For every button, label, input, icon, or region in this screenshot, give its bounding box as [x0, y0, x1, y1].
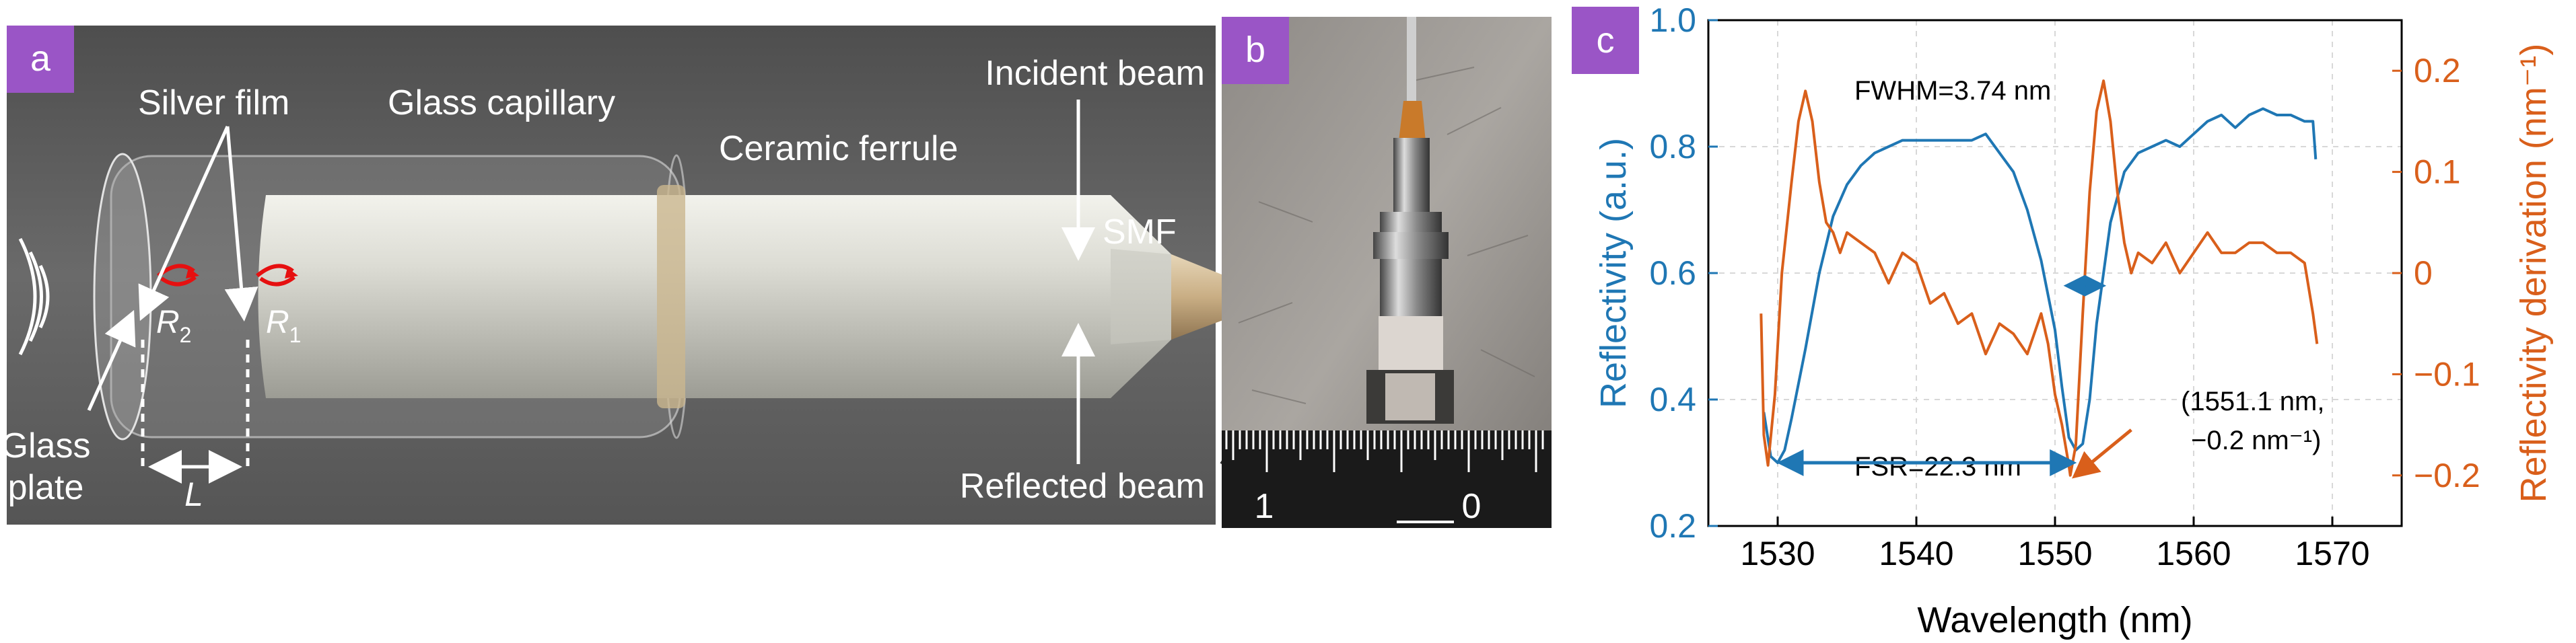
- panel-b: b 1 0: [1220, 17, 1552, 528]
- panel-c-tag-box: [1572, 7, 1639, 74]
- smf-label: SMF: [1103, 213, 1177, 252]
- r1-reflection-icon: [256, 264, 295, 287]
- photo-upper-sleeve: [1393, 138, 1430, 212]
- glass-plate-label-1: Glass: [1, 426, 91, 465]
- y-tick-label: 0.2: [1649, 507, 1696, 545]
- panel-a-tag: a: [30, 38, 51, 79]
- panel-c: c 1530 1540 1550 1560 1570 0.2 0.4 0.6 0.8 1.0 −…: [1572, 1, 2554, 640]
- ruler-label-1: 1: [1255, 487, 1274, 526]
- r1-subscript: 1: [289, 323, 302, 347]
- glass-capillary-label: Glass capillary: [388, 83, 615, 122]
- ruler-label-0: 0: [1462, 487, 1482, 526]
- r1-arrowhead-icon: [285, 268, 298, 278]
- x-tick-label: 1550: [2017, 535, 2092, 572]
- silver-film-arrow-1: [138, 125, 230, 322]
- gap-label: L: [184, 476, 203, 513]
- y2-tick-label: 0: [2414, 254, 2433, 292]
- r1-label: R: [266, 305, 289, 340]
- fwhm-annotation: FWHM=3.74 nm: [1854, 76, 2051, 106]
- svg-text:R1: R1: [266, 305, 301, 347]
- y-tick-label: 1.0: [1649, 1, 1696, 39]
- ceramic-ferrule-label: Ceramic ferrule: [719, 129, 958, 168]
- panel-b-tag-box: [1222, 17, 1289, 84]
- y-axis-title: Reflectivity (a.u.): [1593, 138, 1634, 408]
- y2-tick-label: −0.2: [2414, 457, 2480, 494]
- panel-a: a R2 R1: [1, 26, 1364, 525]
- ruler-ticks: [1225, 430, 1544, 472]
- silver-film-label: Silver film: [138, 83, 289, 122]
- x-tick-label: 1570: [2295, 535, 2369, 572]
- photo-ring-1: [1380, 212, 1442, 232]
- reflected-beam-label: Reflected beam: [960, 467, 1205, 506]
- panel-c-tag: c: [1597, 20, 1615, 61]
- photo-ring-3: [1380, 259, 1442, 316]
- glass-plate: [93, 153, 152, 441]
- y2-axis-ticks: −0.2 −0.1 0 0.1 0.2: [2392, 52, 2480, 494]
- ferrule-chamfer: [1111, 249, 1171, 344]
- silver-film-arrow-2: [224, 126, 258, 322]
- y-tick-label: 0.4: [1649, 381, 1696, 418]
- min-point-arrow: [2072, 428, 2132, 479]
- photo-capillary-core: [1385, 373, 1435, 420]
- ferrule-tip: [1171, 254, 1225, 340]
- photo-ferrule-base: [1379, 316, 1443, 370]
- point-annotation-line-2: −0.2 nm⁻¹): [2191, 426, 2321, 455]
- x-axis-ticks: 1530 1540 1550 1560 1570: [1740, 517, 2370, 572]
- photo-ring-2: [1373, 232, 1449, 259]
- glass-plate-arrow: [87, 309, 136, 412]
- r2-label: R: [156, 305, 180, 340]
- r2-arrowhead-icon: [186, 268, 199, 278]
- acoustic-wave-icon: [18, 237, 50, 356]
- incident-beam-label: Incident beam: [985, 54, 1205, 93]
- glass-plate-label-2: plate: [8, 468, 84, 507]
- x-axis-title: Wavelength (nm): [1917, 600, 2192, 640]
- fsr-annotation: FSR=22.3 nm: [1854, 452, 2021, 482]
- y2-axis-title: Reflectivity derivation (nm⁻¹): [2513, 44, 2554, 503]
- x-tick-label: 1540: [1879, 535, 1953, 572]
- y-tick-label: 0.8: [1649, 128, 1696, 165]
- panel-b-tag: b: [1245, 30, 1265, 70]
- epoxy-ring: [657, 185, 685, 408]
- y2-tick-label: −0.1: [2414, 355, 2480, 393]
- r2-subscript: 2: [180, 323, 192, 347]
- ceramic-ferrule: [258, 195, 1171, 398]
- point-annotation-line-1: (1551.1 nm,: [2181, 387, 2324, 416]
- y-axis-ticks: 0.2 0.4 0.6 0.8 1.0: [1649, 1, 1718, 545]
- photo-fiber: [1407, 17, 1416, 104]
- y2-tick-label: 0.1: [2414, 153, 2461, 191]
- panel-a-tag-box: [7, 26, 74, 93]
- x-tick-label: 1560: [2156, 535, 2231, 572]
- x-tick-label: 1530: [1740, 535, 1815, 572]
- photo-epoxy-tip: [1399, 101, 1426, 141]
- y2-tick-label: 0.2: [2414, 52, 2461, 89]
- y-tick-label: 0.6: [1649, 254, 1696, 292]
